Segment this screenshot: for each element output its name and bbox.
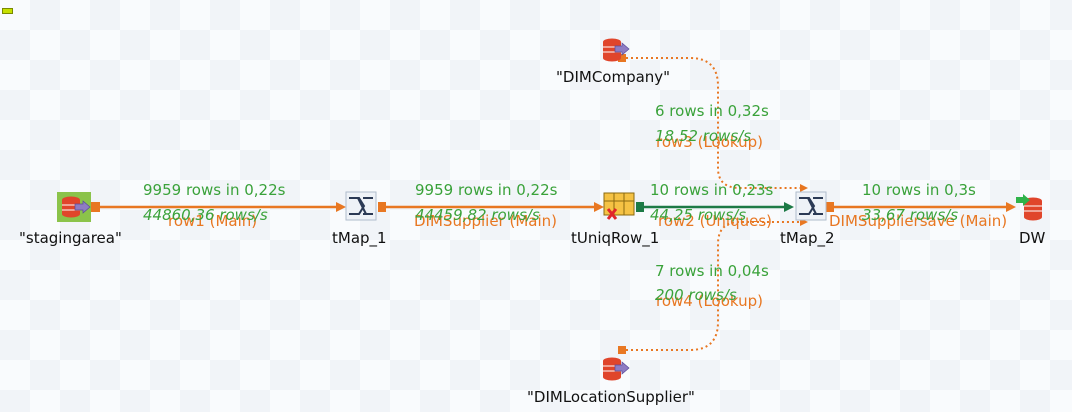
connector-out — [618, 346, 626, 354]
connector-out — [636, 202, 644, 212]
link-label-dimsupplier[interactable]: DIMSupplier (Main) — [414, 212, 557, 230]
link-label-row4[interactable]: row4 (Lookup) — [656, 292, 763, 310]
component-label-tuniqrow-1[interactable]: tUniqRow_1 — [571, 229, 660, 247]
link-stat-rows-row3: 6 rows in 0,32s — [655, 102, 769, 120]
component-dimlocationsupplier[interactable] — [599, 353, 631, 385]
link-stat-rows-row2: 10 rows in 0,23s — [650, 181, 774, 199]
component-label-dimlocationsupplier[interactable]: "DIMLocationSupplier" — [527, 388, 695, 406]
link-dimsupplier-arrowhead — [594, 202, 604, 212]
component-tmap-2[interactable] — [794, 190, 828, 222]
connector-out — [618, 54, 626, 62]
link-row3-arrowhead — [800, 184, 808, 192]
database-input-icon — [603, 357, 630, 381]
component-tuniqrow-1[interactable] — [602, 190, 636, 224]
link-row4-line — [626, 221, 800, 351]
connector-out — [90, 202, 100, 212]
tuniqrow-icon — [603, 192, 635, 220]
connector-out — [826, 202, 834, 212]
component-label-stagingarea[interactable]: "stagingarea" — [19, 229, 122, 247]
component-dimcompany[interactable] — [599, 34, 631, 66]
link-label-dimsuppliersave[interactable]: DIMSuppliersave (Main) — [829, 212, 1008, 230]
link-stat-rows-dimsupplier: 9959 rows in 0,22s — [415, 181, 558, 199]
link-stat-rate-row1: 44860,36 rows/s — [143, 206, 268, 224]
component-label-tmap-1[interactable]: tMap_1 — [332, 229, 387, 247]
link-stat-rows-dimsuppliersave: 10 rows in 0,3s — [862, 181, 976, 199]
link-row2-arrowhead — [784, 202, 794, 212]
link-stat-rate-row4: 200 rows/s — [655, 286, 737, 304]
minimap-marker[interactable] — [2, 8, 13, 14]
database-input-icon — [603, 38, 630, 62]
link-row1-arrowhead — [336, 202, 346, 212]
tmap-icon — [795, 191, 827, 221]
component-dw[interactable] — [1014, 192, 1050, 226]
component-label-tmap-2[interactable]: tMap_2 — [780, 229, 835, 247]
component-tmap-1[interactable] — [344, 190, 378, 222]
link-dimsuppliersave-arrowhead — [1006, 202, 1016, 212]
database-output-icon — [1016, 194, 1042, 221]
link-label-row2[interactable]: row2 (Uniques) — [658, 212, 773, 230]
link-label-row1[interactable]: row1 (Main) — [168, 212, 258, 230]
tmap-icon — [345, 191, 377, 221]
link-row3-line — [626, 57, 800, 189]
link-stat-rows-row1: 9959 rows in 0,22s — [143, 181, 286, 199]
link-stat-rate-row2: 44,25 rows/s — [650, 206, 747, 224]
component-label-dw[interactable]: DW — [1019, 229, 1046, 247]
link-stat-rate-row3: 18,52 rows/s — [655, 127, 752, 145]
component-stagingarea[interactable] — [55, 190, 93, 224]
link-stat-rate-dimsupplier: 44459,82 rows/s — [415, 206, 540, 224]
component-label-dimcompany[interactable]: "DIMCompany" — [556, 68, 671, 86]
connector-out — [378, 202, 386, 212]
link-stat-rate-dimsuppliersave: 33,67 rows/s — [862, 206, 959, 224]
database-input-icon — [57, 192, 91, 222]
link-label-row3[interactable]: row3 (Lookup) — [656, 133, 763, 151]
link-stat-rows-row4: 7 rows in 0,04s — [655, 262, 769, 280]
